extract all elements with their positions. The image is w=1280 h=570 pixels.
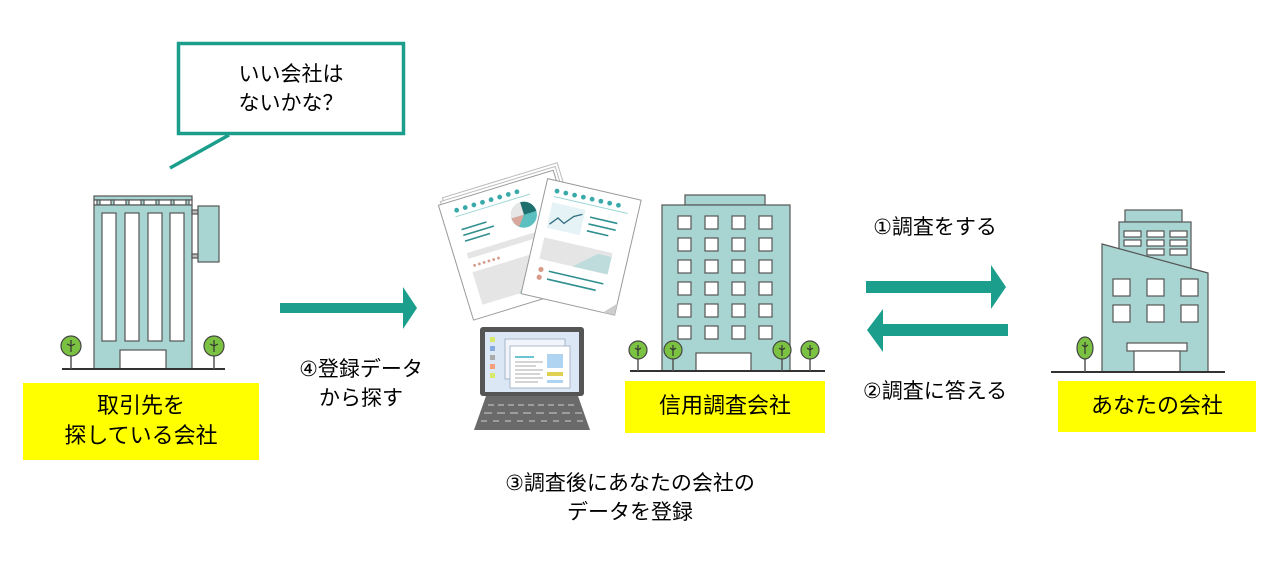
arrow-right-icon [280, 287, 417, 329]
window [677, 237, 692, 252]
speech-bubble-tail [169, 133, 230, 170]
window [758, 259, 773, 274]
tree-icon [772, 340, 792, 371]
window [758, 325, 773, 340]
window [758, 303, 773, 318]
window [677, 281, 692, 296]
label-your-company: あなたの会社 [1058, 381, 1256, 432]
window [758, 237, 773, 252]
tree-icon [800, 340, 820, 371]
step1-caption: ①調査をする [873, 215, 997, 239]
office-tower-icon [661, 194, 791, 372]
window [704, 281, 719, 296]
tree-icon [203, 335, 225, 369]
window [677, 259, 692, 274]
laptop-icon [474, 327, 590, 430]
tree-icon [628, 340, 648, 371]
speech-bubble [169, 41, 406, 170]
arrow-left-icon [867, 309, 1008, 352]
window [704, 303, 719, 318]
tree-icon [60, 335, 82, 369]
window [704, 237, 719, 252]
arrow-right-icon [866, 265, 1006, 309]
window [677, 303, 692, 318]
window [731, 281, 746, 296]
step2-caption: ②調査に答える [862, 379, 1008, 403]
office-building-icon [93, 195, 220, 370]
label-searching-company: 取引先を 探している会社 [23, 383, 259, 460]
tree-icon [1076, 336, 1094, 372]
window [758, 215, 773, 230]
speech-bubble-text: いい会社は ないかな？ [238, 62, 344, 115]
window [677, 325, 692, 340]
report-documents-icon [437, 162, 642, 321]
label-credit-agency: 信用調査会社 [625, 381, 825, 433]
window [731, 303, 746, 318]
step3-caption: ③調査後にあなたの会社の データを登録 [505, 471, 755, 524]
window [704, 259, 719, 274]
window [677, 215, 692, 230]
window [731, 325, 746, 340]
modern-building-icon [1101, 209, 1209, 373]
window [758, 281, 773, 296]
tree-icon [663, 340, 683, 371]
step4-caption: ④登録データ から探す [299, 357, 423, 410]
window [731, 237, 746, 252]
window [731, 259, 746, 274]
window [704, 325, 719, 340]
window [704, 215, 719, 230]
window [731, 215, 746, 230]
